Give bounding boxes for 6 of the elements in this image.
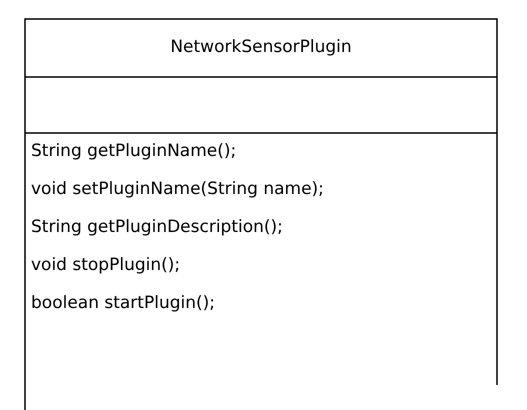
method-signature: void setPluginName(String name); bbox=[31, 178, 324, 200]
method-signature: String getPluginName(); bbox=[31, 140, 236, 162]
method-signature: void stopPlugin(); bbox=[31, 254, 180, 276]
method-signature: boolean startPlugin(); bbox=[31, 292, 215, 314]
method-signature: String getPluginDescription(); bbox=[31, 216, 283, 238]
class-name: NetworkSensorPlugin bbox=[169, 36, 353, 58]
